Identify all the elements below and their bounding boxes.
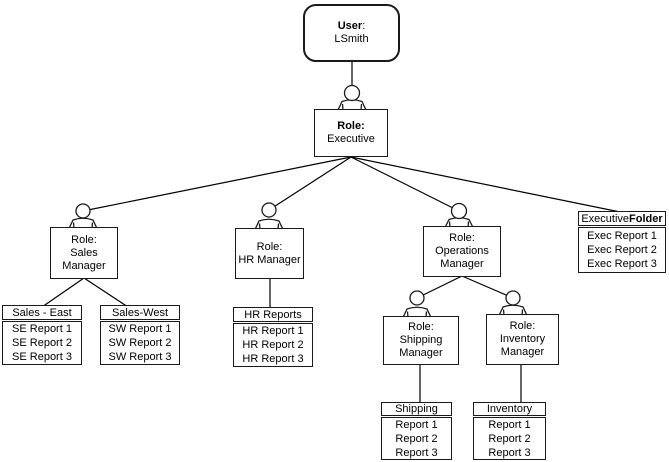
folder-executive-reports: Exec Report 1 Exec Report 2 Exec Report … (578, 227, 666, 273)
actor-icons-group (67, 84, 529, 319)
folder-sales-east: Sales - East SE Report 1 SE Report 2 SE … (2, 305, 82, 365)
folder-executive: Executive Folder Exec Report 1 Exec Repo… (578, 211, 666, 273)
role-hr-manager-node: Role: HR Manager (235, 228, 304, 279)
role-operations-manager-node: Role: Operations Manager (423, 226, 501, 277)
report-item: HR Report 2 (242, 339, 304, 351)
edge-operations-inventory (461, 275, 514, 299)
report-item: Report 1 (488, 418, 531, 431)
folder-sales-west-title: Sales-West (100, 305, 180, 320)
folder-executive-title-bold: Folder (629, 212, 663, 225)
report-item: Exec Report 2 (587, 244, 657, 256)
actor-icon-inventory-manager (497, 290, 529, 317)
folder-sales-west: Sales-West SW Report 1 SW Report 2 SW Re… (100, 305, 180, 365)
folder-shipping-reports: Report 1 Report 2 Report 3 (381, 417, 452, 460)
role-executive-name: Executive (327, 133, 375, 145)
report-item: SE Report 2 (12, 337, 72, 349)
report-item: SE Report 1 (12, 323, 72, 335)
folder-inventory-title: Inventory (473, 402, 546, 416)
edge-executive-operations (350, 156, 460, 212)
edge-sales-saleswest (83, 277, 129, 308)
user-node-label-bold: User (337, 20, 363, 32)
folder-hr-reports-title: HR Reports (233, 307, 313, 322)
edges-group (41, 60, 626, 404)
edge-operations-shipping (416, 275, 463, 299)
folder-executive-title: Executive Folder (578, 211, 666, 226)
folder-sales-west-reports: SW Report 1 SW Report 2 SW Report 3 (100, 321, 180, 365)
edge-executive-sales (82, 156, 352, 212)
report-item: Report 3 (395, 446, 438, 459)
edge-executive-execfolder (350, 156, 626, 214)
report-item: Report 2 (395, 432, 438, 445)
actor-icon-shipping-manager (401, 290, 433, 319)
edge-sales-saleseast (41, 277, 85, 308)
report-item: HR Report 1 (242, 325, 304, 337)
report-item: SW Report 2 (108, 337, 172, 349)
user-node-label: User: (338, 20, 366, 33)
folder-hr-reports-list: HR Report 1 HR Report 2 HR Report 3 (233, 323, 313, 367)
user-node-name: LSmith (334, 33, 369, 45)
report-item: Exec Report 1 (587, 230, 657, 242)
edge-executive-hr (268, 156, 352, 211)
actor-icon-operations-manager (443, 202, 475, 229)
folder-executive-title-prefix: Executive (581, 212, 630, 225)
folder-inventory: Inventory Report 1 Report 2 Report 3 (473, 402, 546, 460)
role-sales-manager-node: Role: Sales Manager (50, 227, 118, 279)
report-item: Report 2 (488, 432, 531, 445)
folder-shipping: Shipping Report 1 Report 2 Report 3 (381, 402, 452, 460)
report-item: Report 1 (395, 418, 438, 431)
report-item: SW Report 3 (108, 351, 172, 363)
report-item: Report 3 (488, 446, 531, 459)
user-node: User: LSmith (303, 4, 400, 62)
folder-sales-east-reports: SE Report 1 SE Report 2 SE Report 3 (2, 321, 82, 365)
role-executive-label: Role: (337, 120, 365, 132)
report-item: HR Report 3 (242, 353, 304, 365)
folder-sales-east-title: Sales - East (2, 305, 82, 320)
role-inventory-manager-node: Role: Inventory Manager (486, 314, 559, 365)
folder-shipping-title: Shipping (381, 402, 452, 416)
actor-icon-hr-manager (253, 202, 285, 231)
role-shipping-manager-node: Role: Shipping Manager (383, 316, 459, 365)
actor-icon-executive (336, 84, 368, 111)
report-item: SE Report 3 (12, 351, 72, 363)
report-item: Exec Report 3 (587, 258, 657, 270)
actor-icon-sales-manager (67, 203, 99, 230)
role-executive-node: Role: Executive (314, 109, 388, 157)
report-item: SW Report 1 (108, 323, 172, 335)
folder-hr-reports: HR Reports HR Report 1 HR Report 2 HR Re… (233, 307, 313, 367)
user-node-label-colon: : (362, 20, 366, 32)
folder-inventory-reports: Report 1 Report 2 Report 3 (473, 417, 546, 460)
